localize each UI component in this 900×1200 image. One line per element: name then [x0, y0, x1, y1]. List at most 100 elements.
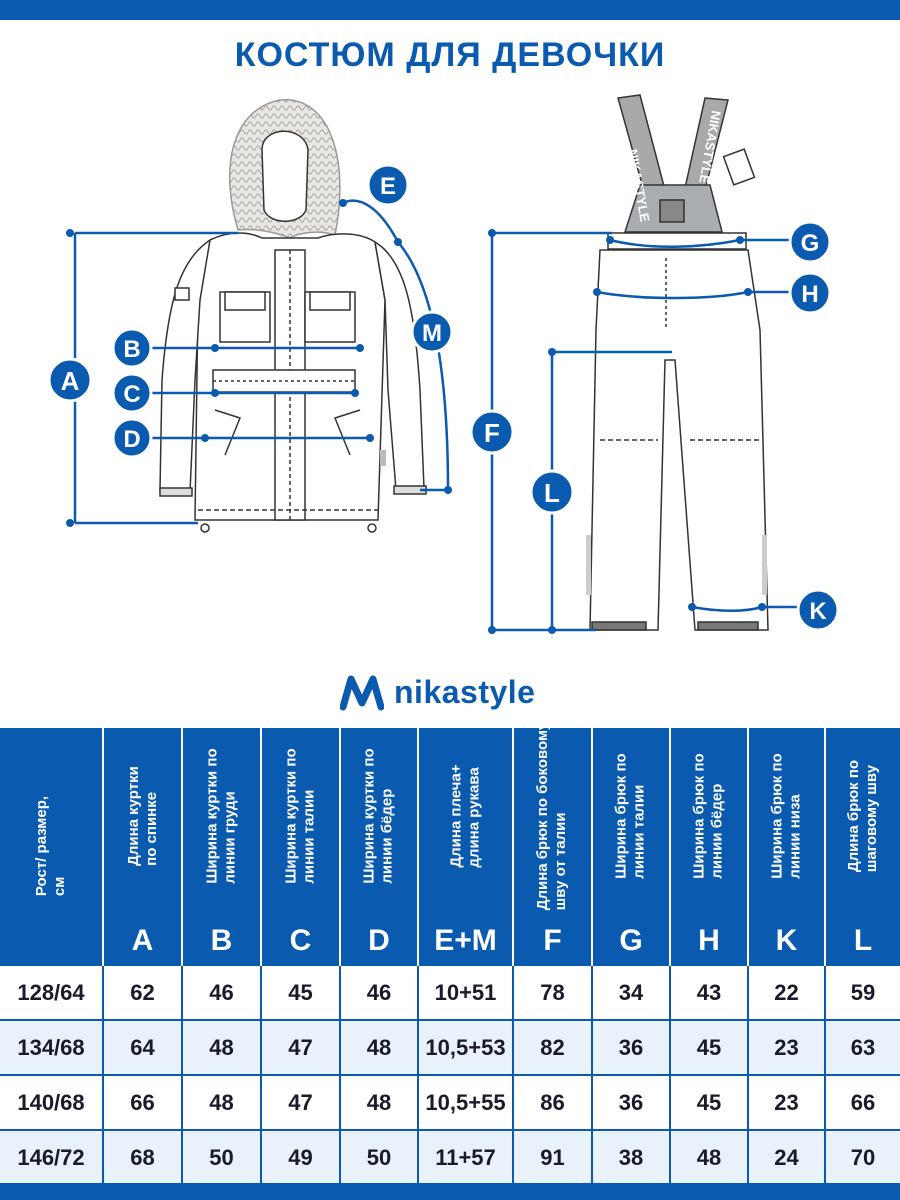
measurement-cell: 38: [591, 1129, 670, 1184]
measurement-cell: 63: [824, 1019, 900, 1075]
measurement-cell: 68: [102, 1129, 182, 1184]
measurement-cell: 46: [181, 964, 261, 1020]
measure-markers: A B C D E M F G H L K: [47, 163, 840, 632]
column-header-letter: C: [289, 924, 312, 957]
column-header-letter: B: [210, 924, 233, 957]
pants-measure-dots: [488, 229, 766, 634]
measurement-cell: 64: [102, 1019, 182, 1075]
svg-text:M: M: [422, 320, 442, 347]
nikastyle-logo-icon: [340, 675, 384, 711]
measurement-cell: 82: [512, 1019, 592, 1075]
measurement-cell: 45: [669, 1019, 748, 1075]
measurement-cell: 70: [824, 1129, 900, 1184]
size-cell: 140/68: [0, 1074, 103, 1130]
column-header: Рост/ размер,см: [0, 728, 103, 965]
marker-b: B: [111, 327, 153, 369]
svg-text:F: F: [484, 418, 500, 448]
brand-logo: nikastyle: [340, 670, 535, 714]
svg-text:H: H: [801, 281, 818, 308]
column-header-label: Рост/ размер,см: [32, 795, 68, 897]
svg-text:C: C: [123, 381, 140, 408]
measurement-cell: 11+57: [417, 1129, 513, 1184]
size-cell: 134/68: [0, 1019, 103, 1075]
measurement-cell: 36: [591, 1019, 670, 1075]
measurement-cell: 48: [181, 1019, 261, 1075]
svg-text:L: L: [544, 478, 560, 508]
measurement-cell: 78: [512, 964, 592, 1020]
measurement-cell: 59: [824, 964, 900, 1020]
measurement-cell: 23: [747, 1019, 825, 1075]
measurement-cell: 45: [260, 964, 340, 1020]
measurement-cell: 43: [669, 964, 748, 1020]
jacket-measure-dots: [66, 199, 452, 527]
svg-text:E: E: [380, 173, 396, 200]
pants-drawing: [586, 94, 769, 631]
measurement-cell: 47: [260, 1074, 340, 1130]
measurement-cell: 34: [591, 964, 670, 1020]
top-bar: [0, 0, 900, 20]
measurement-cell: 23: [747, 1074, 825, 1130]
marker-e: E: [366, 163, 410, 207]
measurement-cell: 45: [669, 1074, 748, 1130]
svg-text:B: B: [123, 336, 140, 363]
size-cell: 146/72: [0, 1129, 103, 1184]
svg-text:D: D: [123, 426, 140, 453]
marker-l: L: [529, 469, 575, 515]
svg-text:A: A: [61, 366, 80, 396]
measurement-cell: 22: [747, 964, 825, 1020]
page-title: КОСТЮМ ДЛЯ ДЕВОЧКИ: [234, 36, 666, 74]
measurement-cell: 48: [669, 1129, 748, 1184]
measurement-cell: 49: [260, 1129, 340, 1184]
measurement-cell: 86: [512, 1074, 592, 1130]
measurement-cell: 50: [181, 1129, 261, 1184]
column-header-letter: E+M: [434, 924, 497, 957]
measurement-cell: 48: [339, 1019, 418, 1075]
marker-k: K: [796, 588, 840, 632]
measurement-cell: 36: [591, 1074, 670, 1130]
column-header-label: Длина плеча+длина рукава: [447, 764, 483, 868]
column-header-letter: L: [853, 924, 873, 957]
column-header-letter: H: [698, 924, 720, 957]
measurement-cell: 10,5+53: [417, 1019, 513, 1075]
marker-d: D: [111, 417, 153, 459]
measurement-cell: 48: [181, 1074, 261, 1130]
garment-illustration: NIKASTYLE NIKASTYLE A B C D E M F G H L …: [47, 94, 840, 634]
bottom-bar: [0, 1183, 900, 1200]
measurement-cell: 66: [102, 1074, 182, 1130]
measurement-cell: 62: [102, 964, 182, 1020]
measurement-cell: 10,5+55: [417, 1074, 513, 1130]
column-header-letter: K: [775, 924, 798, 957]
jacket-drawing: [159, 99, 427, 533]
brand-name: nikastyle: [394, 673, 536, 710]
measurement-cell: 10+51: [417, 964, 513, 1020]
column-header-letter: D: [368, 924, 390, 957]
marker-a: A: [47, 357, 93, 403]
column-header-letter: A: [131, 924, 154, 957]
measurement-cell: 46: [339, 964, 418, 1020]
marker-h: H: [788, 271, 832, 315]
size-cell: 128/64: [0, 964, 103, 1020]
marker-m: M: [410, 310, 454, 354]
marker-c: C: [111, 372, 153, 414]
